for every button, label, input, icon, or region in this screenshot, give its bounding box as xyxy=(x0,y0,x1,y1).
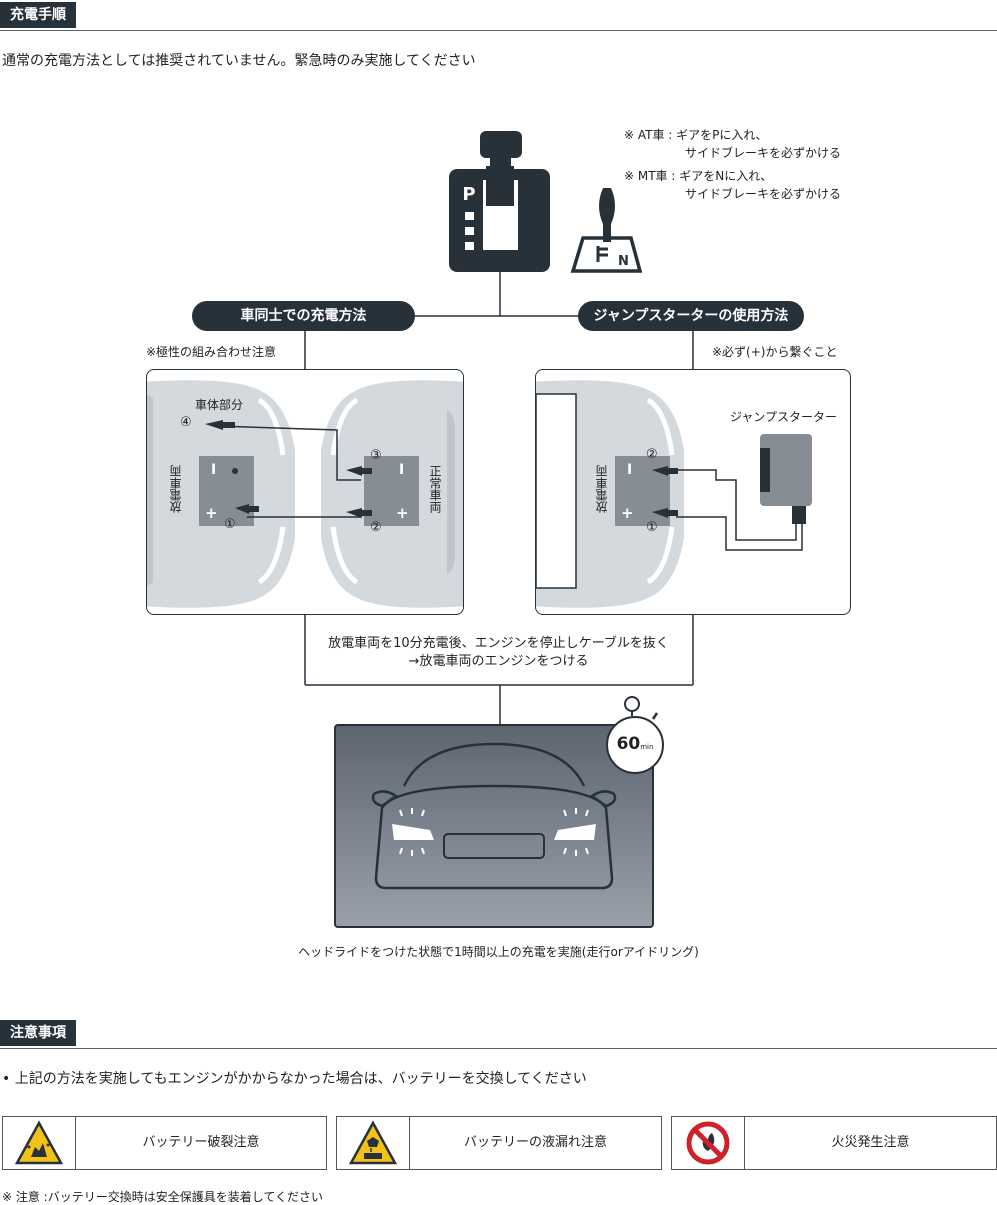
section-header-caution: 注意事項 xyxy=(0,1018,997,1049)
at-shifter-icon: P xyxy=(449,131,550,272)
jump-starter-illustration: I + xyxy=(536,380,812,608)
svg-text:I: I xyxy=(399,462,404,478)
warning-card-explosion: バッテリー破裂注意 xyxy=(2,1116,327,1170)
timer-badge: 60min xyxy=(606,716,664,774)
warning-label-explosion: バッテリー破裂注意 xyxy=(142,1135,260,1150)
stopwatch-icon xyxy=(624,696,659,720)
clamp-2-number: ② xyxy=(370,520,382,535)
front-car-illustration xyxy=(371,742,617,890)
discharged-vehicle-label: 放電車両 xyxy=(169,465,183,513)
corrosive-warning-icon xyxy=(348,1120,398,1165)
warning-label-fire: 火災発生注意 xyxy=(831,1135,910,1150)
svg-text:+: + xyxy=(621,504,634,522)
warning-label-leak: バッテリーの液漏れ注意 xyxy=(463,1135,607,1150)
at-note-line1: ※ AT車 : ギアをPに入れ、 xyxy=(624,128,768,142)
clamp-3-number: ③ xyxy=(370,448,382,463)
warning-card-fire: 火災発生注意 xyxy=(671,1116,997,1170)
n-label: N xyxy=(618,254,629,269)
caution-bullet: • 上記の方法を実施してもエンジンがかからなかった場合は、バッテリーを交換してく… xyxy=(2,1071,587,1087)
polarity-note: ※極性の組み合わせ注意 xyxy=(146,345,277,359)
section-title-caution: 注意事項 xyxy=(0,1020,76,1046)
at-note-line2: サイドブレーキを必ずかける xyxy=(685,146,842,160)
clamp-1-number: ① xyxy=(224,517,236,532)
headlight-caption: ヘッドライドをつけた状態で1時間以上の充電を実施(走行orアイドリング) xyxy=(298,945,699,959)
jump-starter-device-label: ジャンプスターター xyxy=(730,410,838,424)
intro-text: 通常の充電方法としては推奨されていません。緊急時のみ実施してください xyxy=(2,53,476,69)
jump-starter-diagram: I + ジャンプスターター ② ① 放電車両 xyxy=(535,369,851,615)
explosion-warning-icon xyxy=(14,1120,64,1165)
step-text-line2: →放電車両のエンジンをつける xyxy=(408,654,589,669)
car-to-car-diagram: I + I + 車体部分 ④ ① ③ ② 放電車両 正常車両 xyxy=(146,369,464,615)
plus-first-note: ※必ず(+)から繋ぐこと xyxy=(712,345,838,359)
normal-vehicle-label: 正常車両 xyxy=(428,465,442,513)
warning-card-leak: バッテリーの液漏れ注意 xyxy=(336,1116,662,1170)
p-label: P xyxy=(462,184,475,205)
footer-note: ※ 注意 :バッテリー交換時は安全保護具を装着してください xyxy=(2,1190,324,1204)
mt-note-line2: サイドブレーキを必ずかける xyxy=(685,187,842,201)
js-discharged-vehicle-label: 放電車両 xyxy=(595,465,609,513)
car-to-car-pill: 車同士での充電方法 xyxy=(192,301,415,331)
mt-note-line1: ※ MT車 : ギアをNに入れ、 xyxy=(624,169,773,183)
svg-text:+: + xyxy=(205,504,218,522)
timer-value: 60 xyxy=(616,734,641,754)
car-to-car-illustration: I + I + xyxy=(147,380,463,608)
clamp-4-number: ④ xyxy=(180,415,192,430)
svg-text:+: + xyxy=(396,504,409,522)
body-part-label: 車体部分 xyxy=(195,398,244,412)
svg-text:I: I xyxy=(627,462,632,478)
connector-lines xyxy=(304,272,694,724)
mt-shifter-icon: N xyxy=(570,188,643,273)
section-header-charging: 充電手順 xyxy=(0,0,997,31)
js-clamp-2-number: ② xyxy=(646,447,658,462)
section-title: 充電手順 xyxy=(0,2,76,28)
svg-text:I: I xyxy=(211,462,216,478)
js-clamp-1-number: ① xyxy=(646,520,658,535)
headlight-car-panel xyxy=(334,724,654,928)
step-text-line1: 放電車両を10分充電後、エンジンを停止しケーブルを抜く xyxy=(328,636,669,651)
no-fire-icon xyxy=(686,1121,730,1165)
jump-starter-pill: ジャンプスターターの使用方法 xyxy=(578,301,804,331)
timer-unit: min xyxy=(640,743,654,751)
